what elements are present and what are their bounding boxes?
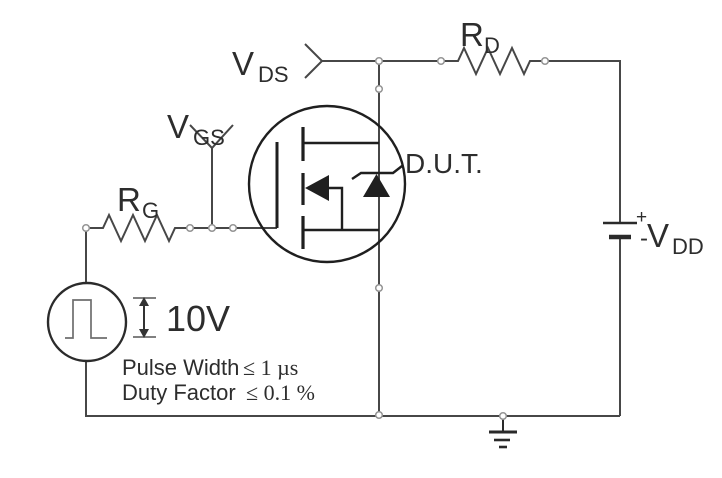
- rd-label-sub: D: [484, 33, 500, 58]
- vds-label-sub: DS: [258, 62, 289, 87]
- pulse-width-note-label: Pulse Width: [122, 355, 239, 380]
- battery-symbol: [603, 221, 637, 240]
- pulse-amplitude-label: 10V: [166, 298, 230, 339]
- rg-label: R: [117, 181, 141, 218]
- battery-minus-label: -: [640, 225, 648, 252]
- rd-resistor: [441, 45, 545, 77]
- battery-plus-label: +: [636, 207, 647, 228]
- body-diode-icon: [351, 165, 403, 197]
- rg-resistor: [86, 212, 277, 244]
- rg-label-sub: G: [142, 198, 159, 223]
- vgs-label-sub: GS: [193, 125, 225, 150]
- junction-dot: [498, 411, 508, 421]
- duty-factor-note-label: Duty Factor: [122, 380, 236, 405]
- duty-factor-note: Duty Factor ≤ 0.1 %: [122, 380, 315, 405]
- junction-dot: [228, 223, 238, 233]
- labels: V DS R D V GS R G D.U.T. 10V Pulse Width…: [117, 16, 704, 405]
- amplitude-arrow-icon: [133, 297, 156, 338]
- junction-dot: [374, 410, 384, 420]
- pulse-waveform-icon: [65, 299, 107, 339]
- junction-dot: [207, 223, 217, 233]
- ground-icon: [489, 416, 517, 449]
- junction-dot: [374, 283, 384, 293]
- rd-label: R: [460, 16, 484, 53]
- junction-dot: [540, 56, 550, 66]
- mosfet-symbol: [247, 104, 407, 264]
- junction-dot: [374, 84, 384, 94]
- junction-dot: [436, 56, 446, 66]
- vdd-label: V: [647, 217, 669, 254]
- body-arrow-icon: [305, 175, 329, 201]
- body-link: [328, 186, 344, 230]
- junction-dot: [185, 223, 195, 233]
- vds-label: V: [232, 45, 254, 82]
- duty-factor-note-condition: ≤ 0.1 %: [246, 380, 315, 405]
- vdd-label-sub: DD: [672, 234, 704, 259]
- supply-top-wire: [545, 60, 621, 222]
- pulse-generator-circle: [46, 281, 128, 363]
- vgs-probe-icon: [189, 124, 234, 228]
- junction-dot: [374, 56, 384, 66]
- dut-label: D.U.T.: [405, 148, 483, 179]
- pulse-generator: [46, 281, 156, 363]
- junction-dot: [81, 223, 91, 233]
- mosfet-body-circle: [247, 104, 407, 264]
- wires: [85, 43, 621, 417]
- pulse-width-note-condition: ≤ 1 µs: [243, 355, 298, 380]
- vds-probe-icon: [304, 43, 324, 79]
- pulse-width-note: Pulse Width≤ 1 µs: [122, 355, 298, 380]
- vgs-label: V: [167, 108, 189, 145]
- junction-dots: [81, 56, 550, 421]
